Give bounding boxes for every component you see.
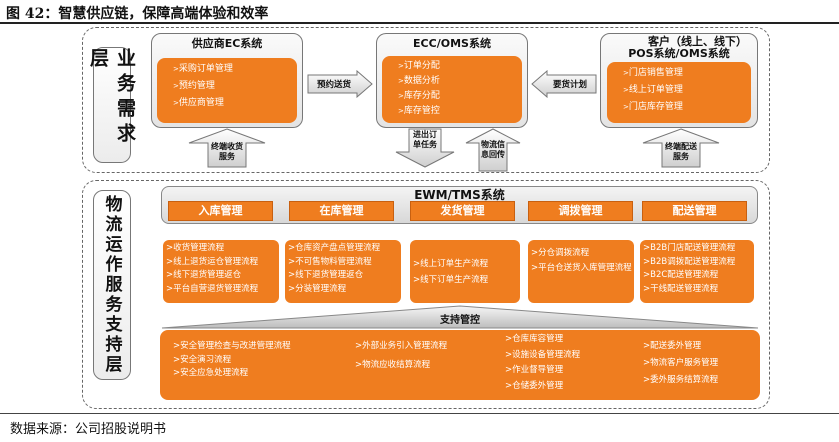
list-item: >分装管理流程 — [288, 283, 347, 294]
support-col-warehouse: >仓库库容管理 >设施设备管理流程 >作业督导管理 >仓储委外管理 — [505, 332, 580, 394]
customer-pos-system: 客户（线上、线下） POS系统/OMS系统 >门店销售管理 >线上订单管理 >门… — [600, 33, 758, 128]
ewm-tms-title: EWM/TMS系统 — [414, 188, 505, 202]
logistics-layer-label: 物流运作服务支持层 — [93, 190, 131, 380]
order-out-arrow — [395, 128, 455, 168]
list-item: >库存分配 — [398, 91, 440, 101]
supplier-ec-list: >采购订单管理 >预约管理 >供应商管理 — [157, 58, 297, 123]
list-item: >安全演习流程 — [173, 354, 232, 365]
list-item: >委外服务结算流程 — [643, 375, 719, 385]
demand-arrow-label: 要货计划 — [552, 80, 587, 90]
list-item: >B2C配送管理流程 — [643, 270, 719, 281]
list-item: >平台仓送货入库管理流程 — [531, 263, 632, 273]
list-item: >线下退货管理返仓 — [166, 270, 242, 281]
list-item: >分仓调拨流程 — [531, 248, 590, 258]
list-item: >库存管控 — [398, 106, 440, 116]
support-box: >安全管理检查与改进管理流程 >安全演习流程 >安全应急处理流程 >外部业务引入… — [160, 330, 760, 400]
top-rule — [0, 22, 839, 24]
customer-title-line1: 客户（线上、线下） — [648, 35, 747, 48]
list-item: >平台自营退货管理流程 — [166, 283, 259, 294]
list-item: >供应商管理 — [173, 98, 224, 108]
inbound-process-list: >收货管理流程 >线上退货运仓管理流程 >线下退货管理返仓 >平台自营退货管理流… — [163, 240, 279, 303]
list-item: >订单分配 — [398, 61, 440, 71]
receive-arrow — [188, 128, 266, 168]
business-layer-label: 业务需求层 — [87, 47, 136, 163]
receive-arrow-label: 终端收货服务 — [211, 142, 243, 161]
tab-in-stock: 在库管理 — [289, 201, 394, 221]
tab-delivery: 配送管理 — [642, 201, 747, 221]
list-item: >作业督导管理 — [505, 365, 564, 375]
list-item: >安全应急处理流程 — [173, 368, 249, 378]
figure-title: 图 42：智慧供应链，保障高端体验和效率 — [6, 6, 269, 22]
list-item: >仓储委外管理 — [505, 380, 564, 391]
tab-transfer: 调拨管理 — [528, 201, 633, 221]
list-item: >收货管理流程 — [166, 243, 225, 253]
ecc-oms-list: >订单分配 >数据分析 >库存分配 >库存管控 — [382, 56, 522, 123]
customer-title-line2: POS系统/OMS系统 — [628, 47, 730, 60]
list-item: >线下退货管理返仓 — [288, 270, 364, 281]
shipping-process-list: >线上订单生产流程 >线下订单生产流程 — [410, 240, 520, 303]
support-title: 支持管控 — [440, 315, 480, 326]
list-item: >采购订单管理 — [173, 64, 233, 74]
list-item: >线上退货运仓管理流程 — [166, 256, 259, 267]
list-item: >仓库库容管理 — [505, 334, 564, 344]
logistics-info-arrow — [465, 128, 521, 172]
supplier-ec-title: 供应商EC系统 — [191, 37, 263, 50]
reserve-arrow-label: 预约送货 — [316, 80, 351, 90]
delivery-process-list: >B2B门店配送管理流程 >B2B调拨配送管理流程 >B2C配送管理流程 >干线… — [640, 240, 754, 303]
list-item: >安全管理检查与改进管理流程 — [173, 341, 291, 351]
list-item: >B2B调拨配送管理流程 — [643, 256, 736, 267]
in-stock-process-list: >仓库资产盘点管理流程 >不可售物料管理流程 >线下退货管理返仓 >分装管理流程 — [285, 240, 401, 303]
tab-inbound: 入库管理 — [168, 201, 273, 221]
reserve-arrow — [307, 70, 373, 98]
list-item: >外部业务引入管理流程 — [355, 341, 448, 351]
support-col-safety: >安全管理检查与改进管理流程 >安全演习流程 >安全应急处理流程 — [173, 340, 291, 381]
list-item: >预约管理 — [173, 81, 215, 91]
list-item: >B2B门店配送管理流程 — [643, 243, 736, 253]
list-item: >门店销售管理 — [623, 68, 683, 78]
support-arrow — [161, 305, 759, 329]
support-col-business: >外部业务引入管理流程 >物流应收结算流程 — [355, 337, 447, 375]
delivery-arrow — [642, 128, 720, 168]
customer-list: >门店销售管理 >线上订单管理 >门店库存管理 — [607, 62, 751, 123]
list-item: >物流客户服务管理 — [643, 358, 719, 368]
list-item: >数据分析 — [398, 76, 440, 86]
demand-arrow — [531, 70, 597, 98]
ecc-oms-title: ECC/OMS系统 — [413, 37, 491, 50]
list-item: >不可售物料管理流程 — [288, 256, 372, 267]
tab-shipping: 发货管理 — [410, 201, 515, 221]
transfer-process-list: >分仓调拨流程 >平台仓送货入库管理流程 — [528, 240, 634, 303]
list-item: >线上订单管理 — [623, 85, 683, 95]
logistics-info-arrow-label: 物流信息回传 — [481, 140, 505, 159]
ecc-oms-system: ECC/OMS系统 >订单分配 >数据分析 >库存分配 >库存管控 — [376, 33, 528, 128]
bottom-rule — [0, 413, 839, 414]
list-item: >干线配送管理流程 — [643, 283, 719, 294]
support-col-outsourcing: >配送委外管理 >物流客户服务管理 >委外服务结算流程 — [643, 338, 718, 389]
delivery-arrow-label: 终端配送服务 — [665, 142, 697, 161]
list-item: >门店库存管理 — [623, 102, 683, 112]
list-item: >仓库资产盘点管理流程 — [288, 243, 381, 253]
list-item: >配送委外管理 — [643, 341, 702, 351]
list-item: >线上订单生产流程 — [413, 259, 489, 269]
supplier-ec-system: 供应商EC系统 >采购订单管理 >预约管理 >供应商管理 — [151, 33, 303, 128]
logistics-layer-panel — [82, 180, 770, 409]
list-item: >设施设备管理流程 — [505, 349, 581, 360]
list-item: >物流应收结算流程 — [355, 360, 431, 370]
business-layer-panel — [82, 27, 770, 173]
order-out-arrow-label: 进出订单任务 — [413, 130, 437, 149]
source-note: 数据来源：公司招股说明书 — [10, 422, 167, 437]
list-item: >线下订单生产流程 — [413, 275, 489, 285]
